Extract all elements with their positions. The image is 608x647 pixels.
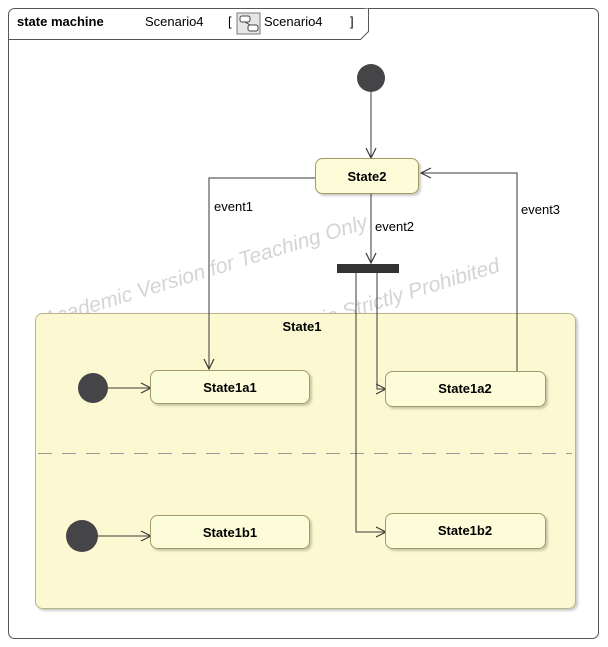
state2-label: State2 <box>347 169 386 184</box>
transitions <box>98 92 518 536</box>
state1b1-label: State1b1 <box>203 525 257 540</box>
transition-event3[interactable] <box>421 173 518 371</box>
state-state2[interactable]: State2 <box>315 158 419 194</box>
frame-name: Scenario4 <box>145 14 204 29</box>
state1a2-label: State1a2 <box>438 381 491 396</box>
state-state1b1[interactable]: State1b1 <box>150 515 310 549</box>
state-state1[interactable]: State1 <box>35 313 576 609</box>
state-machine-icon <box>236 12 261 35</box>
initial-pseudostate-region-a[interactable] <box>78 373 108 403</box>
transition-fork-to-state1b2[interactable] <box>355 273 386 532</box>
transition-event1[interactable] <box>209 177 315 369</box>
fork-bar[interactable] <box>337 264 399 273</box>
diagram-frame <box>8 8 599 639</box>
frame-open-bracket: [ <box>228 14 232 29</box>
initial-pseudostate-top[interactable] <box>357 64 385 92</box>
state-state1a2[interactable]: State1a2 <box>385 371 546 407</box>
event3-label: event3 <box>521 202 560 217</box>
state-state1b2[interactable]: State1b2 <box>385 513 546 549</box>
frame-header: state machine Scenario4 [ Scenario4 ] <box>17 12 354 35</box>
state1-label: State1 <box>282 319 321 334</box>
state1a1-label: State1a1 <box>203 380 256 395</box>
state1b2-label: State1b2 <box>438 523 492 538</box>
event2-label: event2 <box>375 219 414 234</box>
state-state1a1[interactable]: State1a1 <box>150 370 310 404</box>
frame-ref-name: Scenario4 <box>264 14 323 29</box>
transition-fork-to-state1a2[interactable] <box>377 273 386 389</box>
frame-close-bracket: ] <box>350 14 354 29</box>
initial-pseudostate-region-b[interactable] <box>66 520 98 552</box>
frame-keyword: state machine <box>17 14 104 29</box>
event1-label: event1 <box>214 199 253 214</box>
